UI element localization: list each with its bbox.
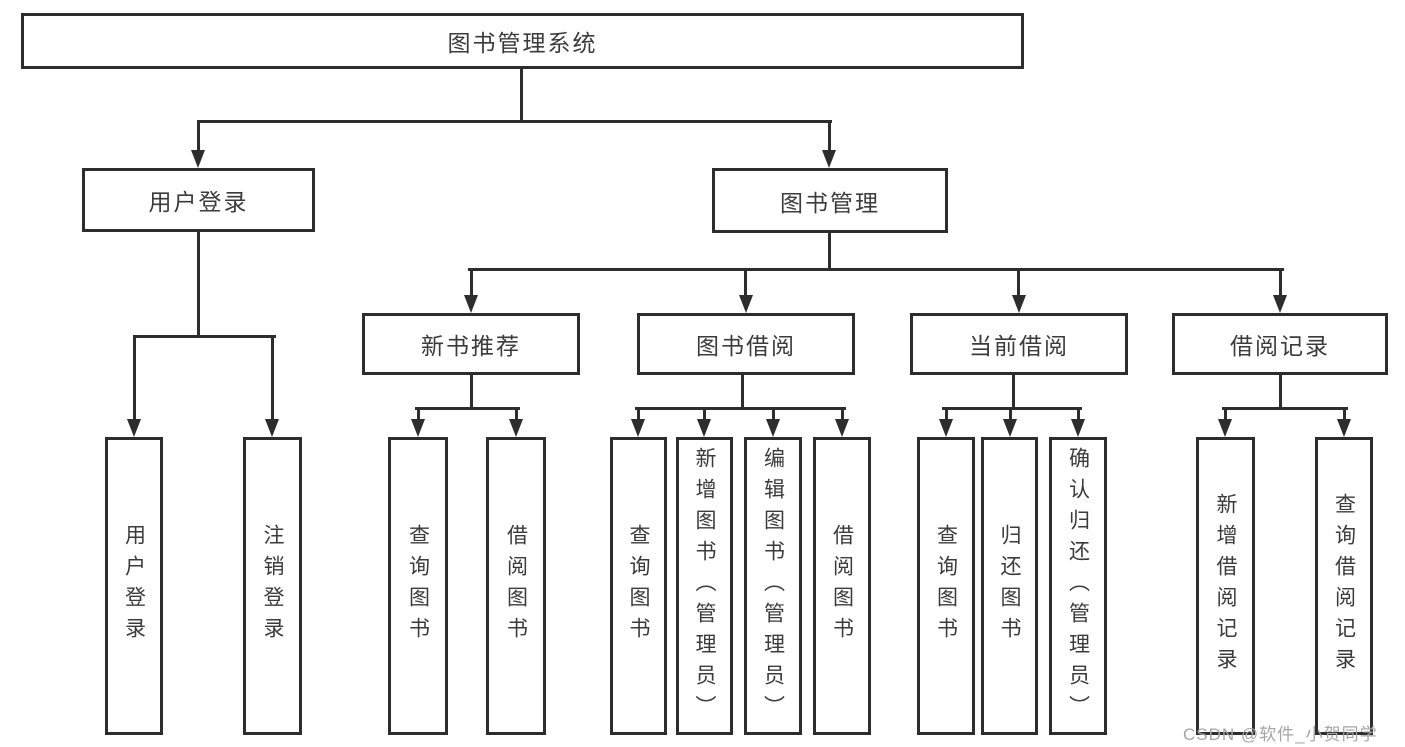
connector-stub — [470, 375, 473, 410]
connector-stem — [1077, 407, 1080, 421]
leaf-label: 归还图书 — [998, 524, 1021, 648]
connector-stub — [741, 375, 744, 410]
leaf-label: 注销登录 — [261, 524, 284, 648]
leaf-label: 用户登录 — [122, 524, 146, 648]
leaf-label: 编辑图书（管理员） — [761, 446, 785, 726]
leaf-add-borrow-record: 新增借阅记录 — [1196, 437, 1255, 735]
connector-branch — [942, 407, 1082, 410]
leaf-query-books-1: 查询图书 — [388, 437, 448, 735]
leaf-label: 新增借阅记录 — [1214, 493, 1237, 679]
leaf-confirm-return-admin: 确认归还（管理员） — [1049, 437, 1107, 735]
connector-stem — [470, 268, 473, 295]
node-label: 新书推荐 — [421, 333, 521, 359]
arrowhead — [939, 419, 953, 437]
leaf-edit-book-admin: 编辑图书（管理员） — [744, 437, 802, 735]
arrowhead — [822, 150, 836, 168]
leaf-return-book: 归还图书 — [981, 437, 1038, 735]
node-label: 当前借阅 — [969, 333, 1069, 359]
node-label: 借阅记录 — [1230, 333, 1330, 359]
connector-stem — [1343, 407, 1346, 421]
arrowhead — [509, 419, 523, 437]
connector-stem — [945, 407, 948, 421]
arrowhead — [1012, 295, 1026, 313]
leaf-label: 新增图书（管理员） — [693, 446, 716, 726]
leaf-label: 借阅图书 — [830, 524, 854, 648]
arrowhead — [464, 295, 478, 313]
node-book-borrowing: 图书借阅 — [637, 313, 855, 375]
leaf-query-books-2: 查询图书 — [610, 437, 667, 735]
leaf-label: 确认归还（管理员） — [1066, 446, 1090, 726]
node-borrowing-records: 借阅记录 — [1172, 313, 1388, 375]
arrowhead — [766, 419, 780, 437]
connector-stub — [1012, 375, 1015, 410]
node-current-borrowing: 当前借阅 — [910, 313, 1128, 375]
csdn-watermark: CSDN @软件_小贺同学 — [1183, 725, 1378, 744]
connector-stem — [197, 120, 200, 152]
arrowhead — [1273, 295, 1287, 313]
arrowhead — [127, 419, 141, 437]
node-label: 用户登录 — [148, 189, 249, 215]
leaf-user-login: 用户登录 — [105, 437, 163, 735]
connector-stem — [1279, 268, 1282, 295]
connector-stem — [515, 407, 518, 421]
leaf-query-borrow-record: 查询借阅记录 — [1315, 437, 1373, 735]
arrowhead — [631, 419, 645, 437]
arrowhead — [1337, 419, 1351, 437]
node-book-management: 图书管理 — [712, 168, 948, 233]
connector-book-mgmt-stub — [828, 233, 831, 271]
connector-user-login-stub — [197, 232, 200, 338]
leaf-label: 查询图书 — [627, 524, 650, 648]
node-label: 图书管理系统 — [447, 30, 598, 56]
connector-branch — [635, 407, 846, 410]
arrowhead — [1003, 419, 1017, 437]
node-label: 图书管理 — [780, 189, 880, 216]
node-library-management-system: 图书管理系统 — [21, 13, 1024, 69]
connector-stem — [841, 407, 844, 421]
arrowhead — [739, 295, 753, 313]
arrowhead — [265, 419, 279, 437]
connector-stub — [1279, 375, 1282, 410]
arrowhead — [411, 419, 425, 437]
connector-stem — [1017, 268, 1020, 295]
connector-stem — [1009, 407, 1012, 421]
connector-stem — [744, 268, 747, 295]
leaf-label: 查询借阅记录 — [1332, 493, 1356, 679]
arrowhead — [835, 419, 849, 437]
connector-stem — [828, 120, 831, 152]
connector-stem — [637, 407, 640, 421]
connector-stem — [417, 407, 420, 421]
leaf-query-books-3: 查询图书 — [917, 437, 975, 735]
connector-stem — [772, 407, 775, 421]
connector-stem — [703, 407, 706, 421]
leaf-logout: 注销登录 — [243, 437, 302, 735]
connector-stem — [1224, 407, 1227, 421]
leaf-borrow-books-1: 借阅图书 — [486, 437, 546, 735]
leaf-borrow-books-2: 借阅图书 — [813, 437, 871, 735]
node-label: 图书借阅 — [696, 333, 796, 359]
connector-stem — [271, 335, 274, 421]
connector-user-login-branch — [133, 335, 276, 338]
arrowhead — [1218, 419, 1232, 437]
connector-book-mgmt-branch — [468, 268, 1284, 271]
connector-stem — [133, 335, 136, 421]
connector-branch — [1222, 407, 1348, 410]
connector-root-stub — [520, 69, 523, 123]
leaf-add-book-admin: 新增图书（管理员） — [676, 437, 733, 735]
node-new-book-recommendation: 新书推荐 — [362, 313, 580, 375]
connector-root-branch — [198, 120, 832, 123]
arrowhead — [1071, 419, 1085, 437]
arrowhead — [697, 419, 711, 437]
leaf-label: 查询图书 — [934, 524, 958, 648]
arrowhead — [191, 150, 205, 168]
connector-branch — [415, 407, 520, 410]
node-user-login: 用户登录 — [82, 168, 315, 232]
leaf-label: 借阅图书 — [504, 524, 528, 648]
leaf-label: 查询图书 — [406, 524, 430, 648]
